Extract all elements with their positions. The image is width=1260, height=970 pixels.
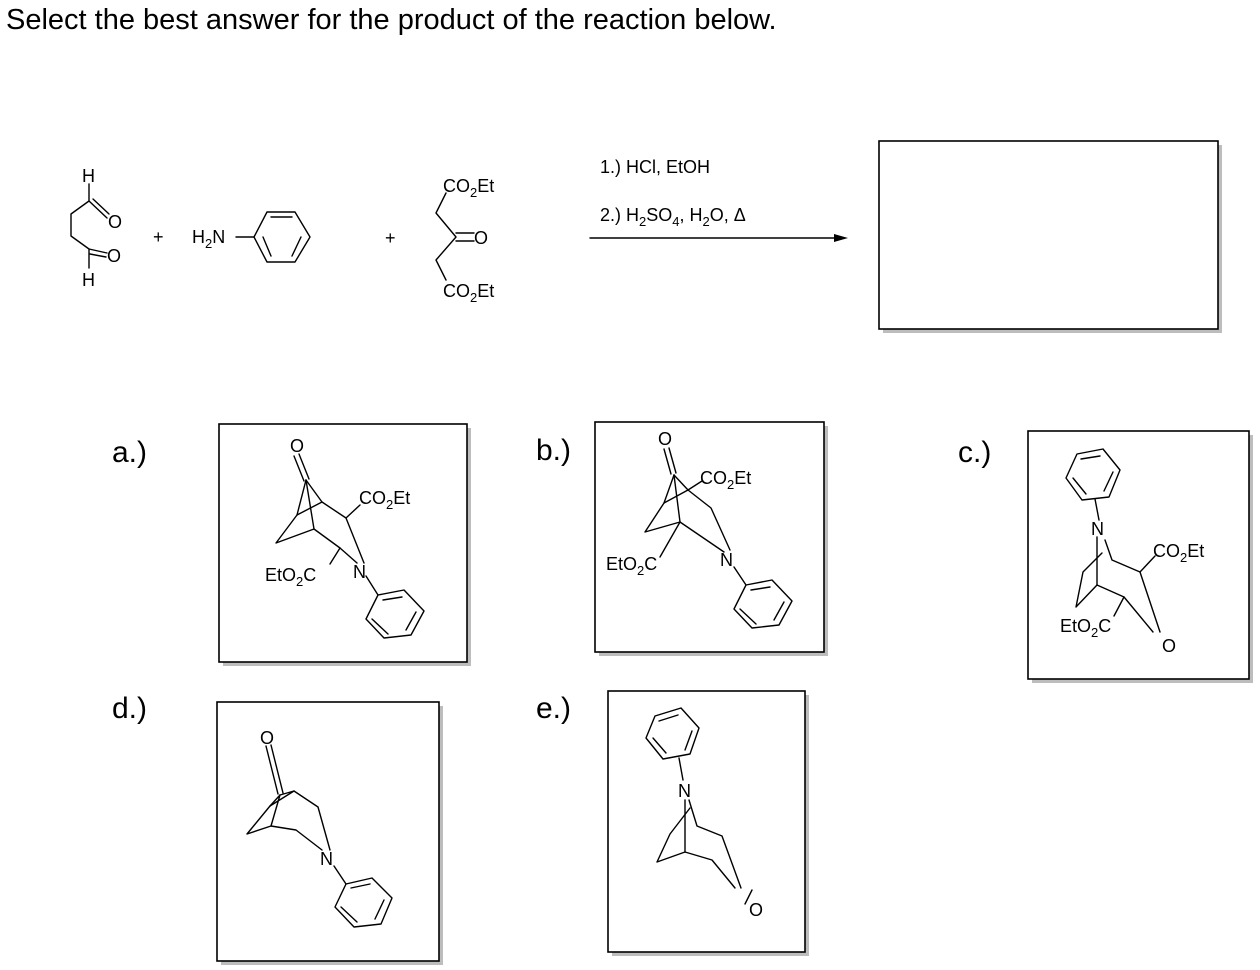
option-b-ester-left: EtO2C: [606, 554, 657, 578]
option-c-nitrogen: N: [1091, 519, 1104, 539]
option-a-box[interactable]: [218, 423, 471, 666]
option-b-nitrogen: N: [720, 550, 733, 570]
option-b-structure: O N CO2Et EtO2C: [606, 429, 793, 629]
question-text: Select the best answer for the product o…: [6, 4, 777, 36]
option-a-ester-left: EtO2C: [265, 565, 316, 589]
option-e-structure: N O: [645, 707, 763, 920]
option-c-box[interactable]: [1027, 430, 1253, 683]
aniline-structure: H2N: [192, 211, 311, 263]
option-a-structure: O N CO2Et EtO2C: [265, 436, 425, 639]
option-e-oxygen: O: [749, 900, 763, 920]
option-e-box[interactable]: [607, 690, 809, 956]
option-a-nitrogen: N: [353, 562, 366, 582]
option-c-oxygen: O: [1162, 636, 1176, 656]
option-b-box[interactable]: [594, 421, 828, 656]
ketodiester-top-ester: CO2Et: [443, 176, 494, 200]
amine-label: H2N: [192, 227, 225, 251]
plus-sign-2: +: [385, 228, 396, 248]
option-b-label: b.): [536, 434, 571, 467]
product-answer-box: [878, 140, 1222, 333]
option-e-label: e.): [536, 692, 571, 725]
option-d-box[interactable]: [216, 701, 443, 965]
option-a-label: a.): [112, 436, 147, 469]
ketodiester-bottom-ester: CO2Et: [443, 281, 494, 305]
option-a-oxygen: O: [290, 436, 304, 456]
option-c-ester-left: EtO2C: [1060, 616, 1111, 640]
option-c-structure: N O CO2Et EtO2C: [1060, 448, 1204, 656]
option-b-ester-right: CO2Et: [700, 468, 751, 492]
condition-step-1: 1.) HCl, EtOH: [600, 157, 710, 177]
ketodiester-structure: CO2Et O CO2Et: [435, 176, 494, 305]
dialdehyde-structure: H H O O: [70, 166, 122, 290]
option-c-ester-right: CO2Et: [1153, 541, 1204, 565]
option-d-label: d.): [112, 692, 147, 725]
option-e-nitrogen: N: [678, 781, 691, 801]
dialdehyde-h-bottom: H: [82, 270, 95, 290]
plus-sign-1: +: [153, 227, 164, 247]
option-c-label: c.): [958, 436, 991, 469]
option-d-nitrogen: N: [320, 849, 333, 869]
option-d-structure: O N: [246, 728, 393, 928]
dialdehyde-o-top: O: [108, 212, 122, 232]
option-b-oxygen: O: [658, 429, 672, 449]
dialdehyde-h-top: H: [82, 166, 95, 186]
condition-step-2: 2.) H2SO4, H2O, Δ: [600, 205, 746, 229]
option-d-oxygen: O: [260, 728, 274, 748]
option-a-ester-right: CO2Et: [359, 488, 410, 512]
reaction-arrow: [589, 234, 848, 242]
ketodiester-o: O: [474, 228, 488, 248]
dialdehyde-o-bottom: O: [107, 246, 121, 266]
